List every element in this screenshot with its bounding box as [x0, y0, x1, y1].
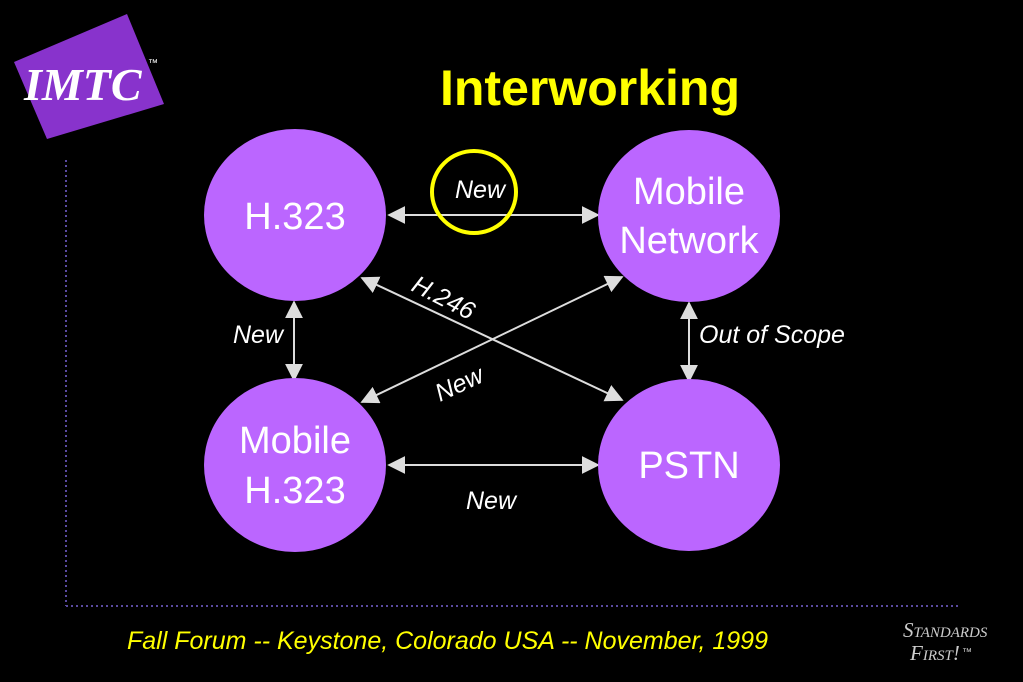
node-mobile-h323-label-line2: H.323: [244, 470, 345, 512]
standards-first-badge: Standards First! ™: [903, 618, 988, 665]
page-title: Interworking: [440, 60, 740, 116]
standards-first-line1: Standards: [903, 618, 988, 642]
link-label-right: Out of Scope: [699, 321, 845, 349]
node-mobile-h323-label-line1: Mobile: [239, 420, 351, 462]
imtc-logo-text: IMTC: [23, 59, 143, 110]
imtc-logo-tm: ™: [148, 58, 158, 69]
node-h323: H.323: [204, 129, 386, 301]
imtc-logo: IMTC ™: [14, 14, 164, 139]
arrow-diagonal-mobileh323-mobilenetwork: [360, 275, 624, 404]
standards-first-tm: ™: [962, 647, 972, 658]
highlight-ring: [430, 149, 518, 235]
node-mobile-network-label-line2: Network: [619, 220, 759, 262]
node-h323-label: H.323: [244, 196, 345, 238]
link-label-left: New: [233, 321, 285, 349]
node-mobile-network-label-line1: Mobile: [633, 171, 745, 213]
link-label-bottom: New: [466, 487, 518, 515]
node-pstn: PSTN: [598, 379, 780, 551]
node-pstn-label: PSTN: [638, 445, 739, 487]
footer-text: Fall Forum -- Keystone, Colorado USA -- …: [127, 627, 768, 655]
node-mobile-network: Mobile Network: [598, 130, 780, 302]
standards-first-line2: First!: [909, 641, 960, 665]
link-label-top: New: [455, 176, 507, 204]
node-mobile-h323: Mobile H.323: [204, 378, 386, 552]
